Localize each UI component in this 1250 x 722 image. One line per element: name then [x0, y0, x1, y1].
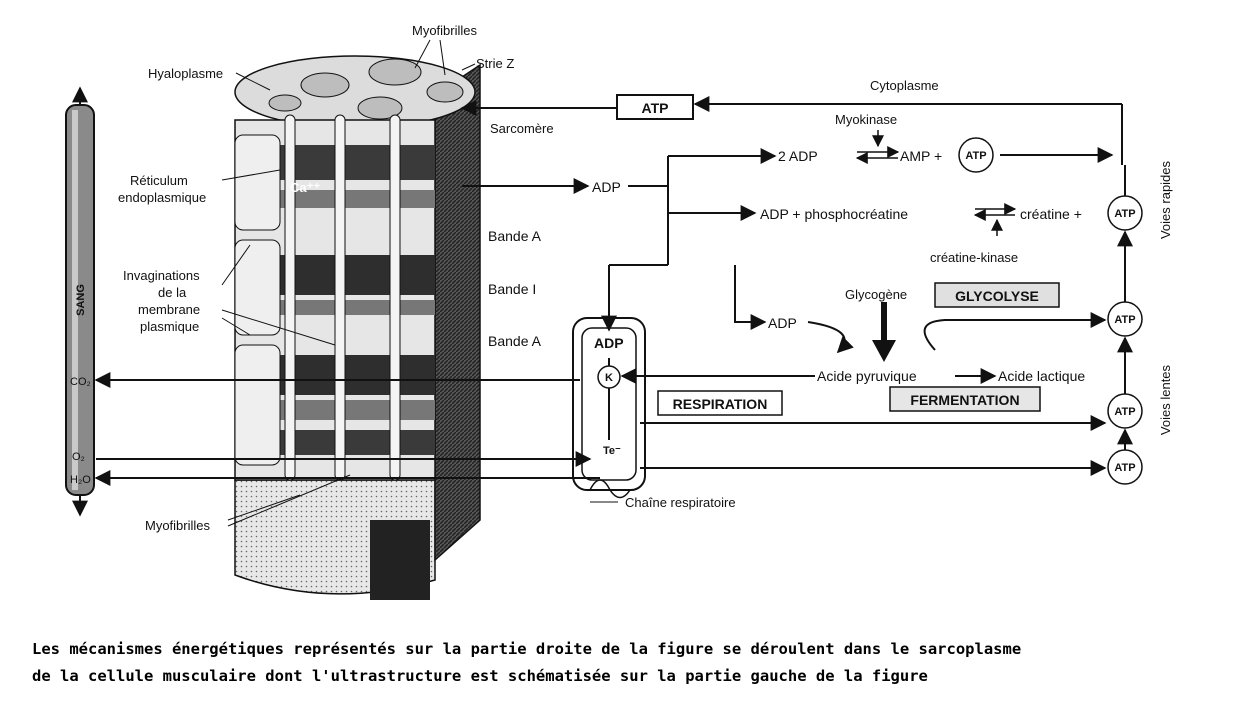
acide-pyruvique-label: Acide pyruvique: [817, 368, 917, 384]
invaginations-label-2: de la: [158, 285, 187, 300]
fermentation-label: FERMENTATION: [910, 392, 1019, 408]
k-label: K: [605, 372, 613, 384]
myofibrilles-top-label: Myofibrilles: [412, 23, 478, 38]
figure-caption: Les mécanismes énergétiques représentés …: [32, 636, 1237, 690]
atp-box-label: ATP: [642, 100, 669, 116]
te-label: Te⁻: [603, 445, 621, 457]
creatine-kinase-label: créatine-kinase: [930, 250, 1018, 265]
cytoplasme-label: Cytoplasme: [870, 78, 939, 93]
atp-circle-3-label: ATP: [1114, 406, 1135, 418]
voies-rapides-label: Voies rapides: [1158, 160, 1173, 239]
mito-adp-label: ADP: [594, 335, 624, 351]
creatine-plus-label: créatine +: [1020, 206, 1082, 222]
co2-label: CO₂: [70, 376, 91, 388]
bande-a-label-2: Bande A: [488, 333, 542, 349]
fermentation-box: [889, 386, 1041, 412]
o2-label: O₂: [72, 451, 85, 463]
invaginations-label-4: plasmique: [140, 319, 199, 334]
calcium-label: Ca⁺⁺: [290, 180, 320, 195]
acide-lactique-label: Acide lactique: [998, 368, 1085, 384]
hyaloplasme-label: Hyaloplasme: [148, 66, 223, 81]
mitochondrion: ADP K Te⁻: [572, 317, 646, 499]
sarcomere-label: Sarcomère: [490, 121, 554, 136]
glycolyse-label: GLYCOLYSE: [955, 288, 1039, 304]
bande-i-label: Bande I: [488, 281, 536, 297]
respiration-box: [657, 390, 783, 416]
bande-a-label-1: Bande A: [488, 228, 542, 244]
respiration-label: RESPIRATION: [673, 396, 768, 412]
caption-line-2: de la cellule musculaire dont l'ultrastr…: [32, 667, 928, 685]
glycogene-label: Glycogène: [845, 287, 907, 302]
myokinase-label: Myokinase: [835, 112, 897, 127]
invaginations-label-3: membrane: [138, 302, 200, 317]
adp-label: ADP: [592, 179, 621, 195]
blood-vessel: SANG CO₂ O₂ H₂O: [65, 86, 95, 517]
voies-lentes-label: Voies lentes: [1158, 364, 1173, 435]
atp-circle-myokinase: [958, 137, 994, 173]
strie-z-label: Strie Z: [476, 56, 514, 71]
atp-circle-1-label: ATP: [1114, 208, 1135, 220]
adp-lower-label: ADP: [768, 315, 797, 331]
amp-plus-label: AMP +: [900, 148, 942, 164]
chaine-label: Chaîne respiratoire: [625, 495, 736, 510]
adp-phospho-label: ADP + phosphocréatine: [760, 206, 908, 222]
atp-circle-4-label: ATP: [1114, 462, 1135, 474]
glycolyse-box: [934, 282, 1060, 308]
atp-circle-myokinase-label: ATP: [965, 150, 986, 162]
atp-circle-2-label: ATP: [1114, 314, 1135, 326]
caption-line-1: Les mécanismes énergétiques représentés …: [32, 640, 1022, 658]
h2o-label: H₂O: [70, 474, 91, 486]
muscle-fiber-illustration: Ca⁺⁺: [234, 55, 481, 600]
reticulum-label-2: endoplasmique: [118, 190, 206, 205]
sang-label: SANG: [75, 284, 87, 316]
atp-column: ATP ATP ATP ATP: [1107, 165, 1143, 485]
myofibrilles-bottom-label: Myofibrilles: [145, 518, 211, 533]
two-adp-label: 2 ADP: [778, 148, 818, 164]
reticulum-label-1: Réticulum: [130, 173, 188, 188]
invaginations-label-1: Invaginations: [123, 268, 200, 283]
